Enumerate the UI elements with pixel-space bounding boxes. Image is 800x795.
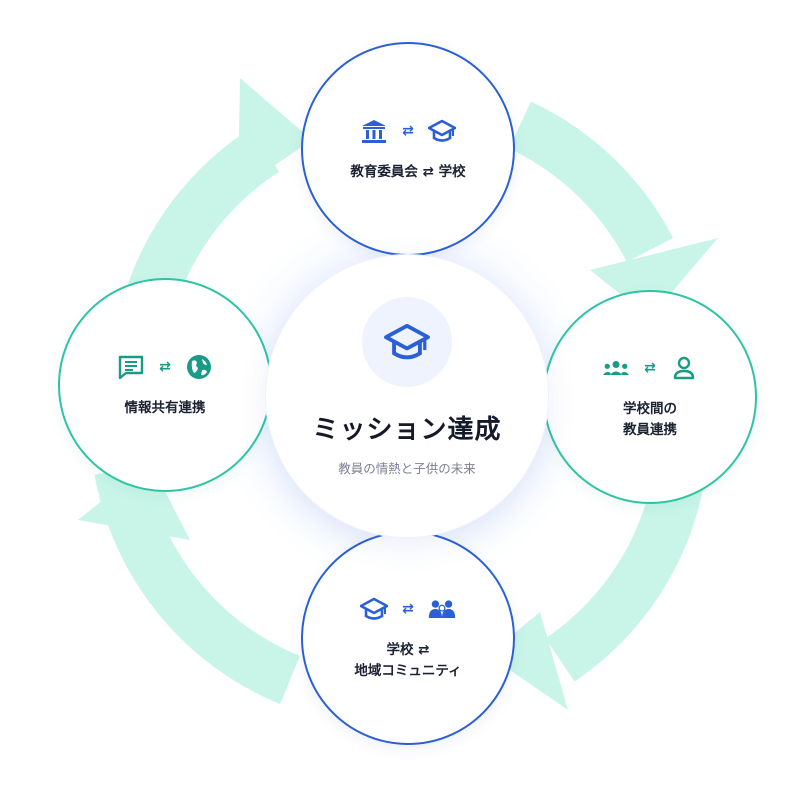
globe-icon [185,353,213,381]
node-label-line: 学校間の [623,401,677,418]
exchange-arrows-icon: ⇄ [402,601,414,618]
node-information-sharing: ⇄ 情報共有連携 [58,278,272,492]
icon-row: ⇄ [360,594,456,624]
message-icon [117,353,145,381]
cycle-arrow-head-right [590,238,718,318]
community-icon [428,595,456,623]
exchange-arrows-icon: ⇄ [159,358,171,375]
node-label-line: 教育委員会 ⇄ 学校 [350,163,466,180]
node-label-line: 学校 ⇄ [386,642,430,659]
cycle-arrow-head-left [78,462,190,540]
exchange-arrows-icon: ⇄ [402,122,414,139]
node-inter-school-teachers: ⇄ 学校間の 教員連携 [543,290,757,504]
node-label-line: 地域コミュニティ [354,663,462,679]
center-icon-badge [362,297,452,387]
exchange-arrows-icon: ⇄ [644,360,656,377]
cycle-arrow-segment-ne [508,101,674,263]
node-label-line: 教員連携 [623,422,677,438]
icon-row: ⇄ [117,352,213,382]
node-label-line: 情報共有連携 [124,399,206,416]
icon-row: ⇄ [360,116,456,146]
graduation-cap-icon [383,321,431,363]
graduation-cap-icon [427,117,456,145]
cycle-arrow-head-top [238,78,312,190]
node-school-community: ⇄ 学校 ⇄ 地域コミュニティ [301,531,515,745]
center-mission-circle: ミッション達成 教員の情熱と子供の未来 [265,254,549,538]
graduation-cap-icon [360,595,389,623]
node-label: 学校間の 教員連携 [623,399,677,441]
node-label: 教育委員会 ⇄ 学校 [350,162,465,183]
node-label: 情報共有連携 [125,398,206,419]
institution-icon [360,117,388,145]
icon-row: ⇄ [602,353,698,383]
person-icon [670,354,698,382]
group-icon [602,354,630,382]
node-label: 学校 ⇄ 地域コミュニティ [354,640,461,682]
center-title: ミッション達成 [312,415,502,445]
node-education-board-school: ⇄ 教育委員会 ⇄ 学校 [301,42,515,256]
center-subtitle: 教員の情熱と子供の未来 [338,461,476,476]
cycle-arrow-head-bottom [488,612,568,710]
